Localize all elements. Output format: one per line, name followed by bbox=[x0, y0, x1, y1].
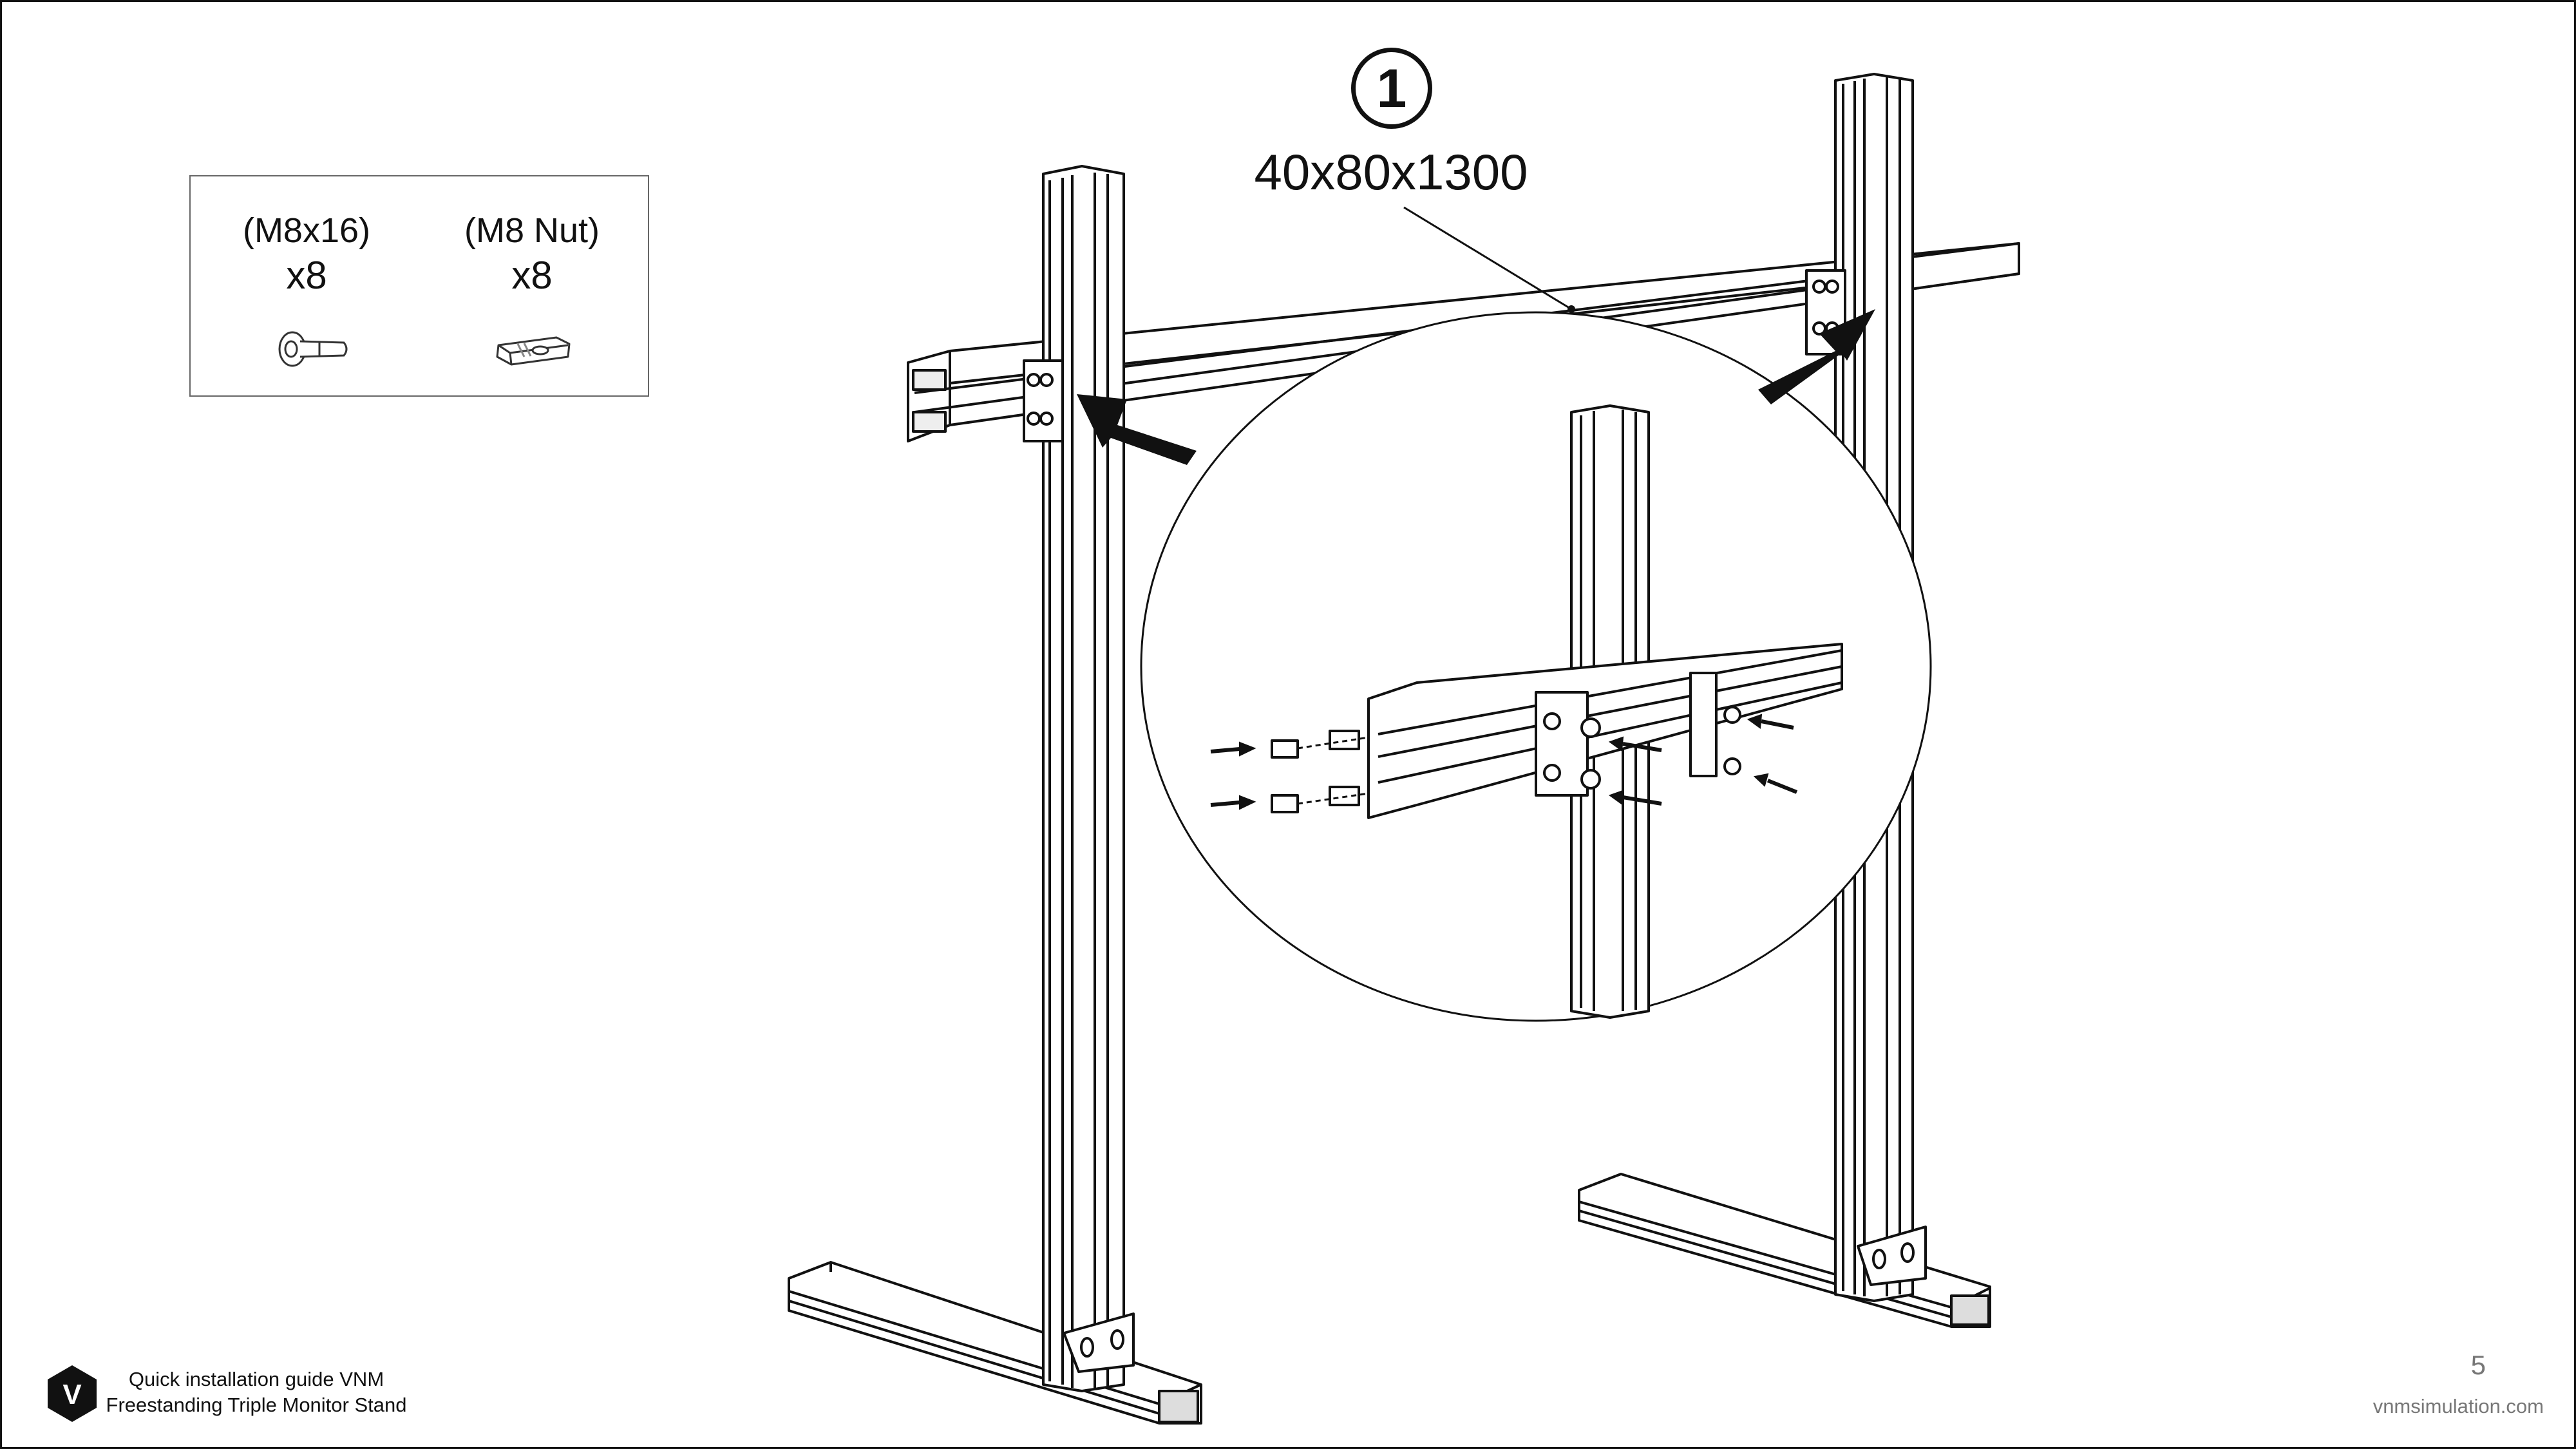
left-foot-profile bbox=[788, 1261, 1202, 1425]
part-nut-name: (M8 Nut) bbox=[464, 211, 600, 250]
right-foot-profile bbox=[1578, 1173, 1991, 1328]
page-number: 5 bbox=[2470, 1350, 2486, 1380]
left-upright-profile bbox=[1023, 165, 1135, 1392]
website-link[interactable]: vnmsimulation.com bbox=[2372, 1395, 2544, 1417]
logo-letter: V bbox=[62, 1379, 82, 1410]
arrow-right-bracket-icon bbox=[1758, 309, 1875, 404]
step-number-badge: 1 bbox=[1351, 48, 1432, 129]
vnm-logo-icon: V bbox=[48, 1365, 97, 1422]
t-nut-icon bbox=[496, 336, 571, 366]
part-nut: (M8 Nut) x8 bbox=[448, 209, 616, 299]
part-bolt: (M8x16) x8 bbox=[223, 209, 390, 299]
bolt-icon bbox=[278, 331, 348, 367]
dimension-leader-line bbox=[1403, 206, 1572, 310]
part-nut-quantity: x8 bbox=[511, 254, 553, 297]
hardware-parts-box: (M8x16) x8 (M8 Nut) x8 bbox=[189, 175, 649, 397]
footer-title-line-1: Quick installation guide VNM bbox=[128, 1368, 384, 1390]
detail-zoom-circle bbox=[1140, 311, 1932, 1022]
profile-dimension-label: 40x80x1300 bbox=[1254, 144, 1528, 200]
footer-guide-title: Quick installation guide VNM Freestandin… bbox=[102, 1367, 411, 1418]
part-bolt-quantity: x8 bbox=[286, 254, 327, 297]
arrow-left-bracket-icon bbox=[1077, 394, 1197, 465]
footer-title-line-2: Freestanding Triple Monitor Stand bbox=[106, 1394, 407, 1416]
part-bolt-name: (M8x16) bbox=[242, 211, 371, 250]
